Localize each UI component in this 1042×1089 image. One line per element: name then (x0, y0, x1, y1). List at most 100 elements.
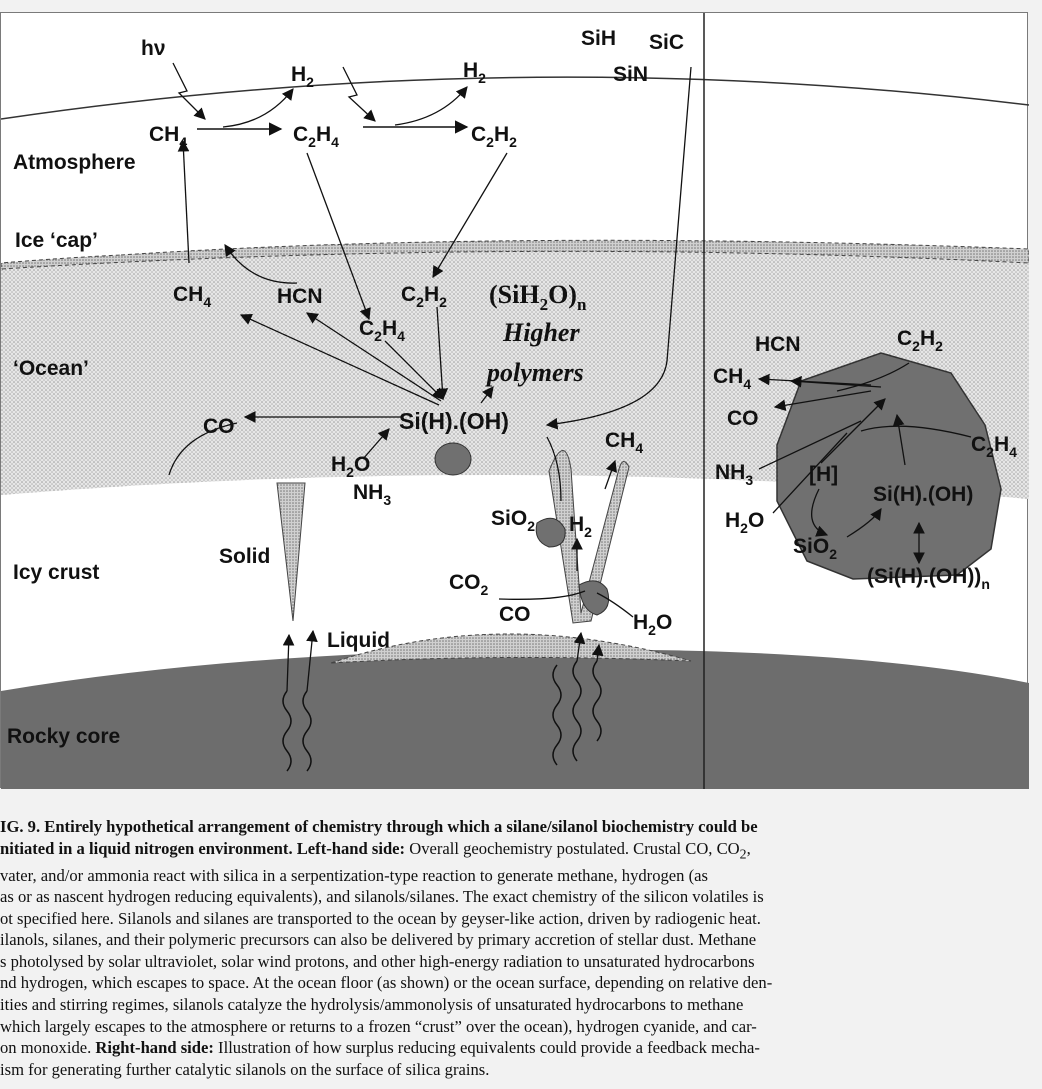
heat-arrow (573, 631, 586, 662)
label-c2h4-atmosphere: C2H4 (293, 123, 339, 150)
arrow-to-ch4 (239, 314, 440, 406)
arrow-up-ch4 (177, 139, 190, 264)
label-ch4-atmosphere: CH4 (149, 123, 187, 150)
label-nh3-left: NH3 (353, 481, 391, 508)
solid-crack (276, 482, 306, 622)
r-arrow-to-ch4 (757, 373, 872, 386)
caption-line: nitiated in a liquid nitrogen environmen… (0, 838, 751, 861)
arrow-co-curve (168, 422, 238, 476)
label-sic: SiC (649, 31, 684, 54)
heat-arrow (591, 643, 604, 662)
caption-line: nd hydrogen, which escapes to space. At … (0, 973, 773, 993)
r-arrow-to-co (773, 390, 872, 412)
arrow-vent-ch4 (604, 459, 617, 490)
label-r-c2h2: C2H2 (897, 327, 943, 354)
label-sih2o-n: (SiH2O)n (489, 280, 587, 314)
label-sio2-vent: SiO2 (491, 507, 535, 534)
arrow-h2-right (394, 86, 468, 126)
label-ocean: ‘Ocean’ (13, 357, 89, 380)
label-r-h2o: H2O (725, 509, 764, 536)
caption-line: as or as nascent hydrogen reducing equiv… (0, 887, 764, 907)
grain-vent-2 (578, 580, 610, 616)
label-icy-crust: Icy crust (13, 561, 99, 584)
arrow-to-polymers (480, 386, 494, 404)
arrow-c2h4-down (306, 152, 371, 321)
photon-arrow (172, 62, 206, 120)
label-h2-left: H2 (291, 63, 314, 90)
arrow-h2o-to-si (362, 428, 390, 460)
r-arrow-sio2-to-si (846, 508, 882, 538)
label-solid: Solid (219, 545, 270, 568)
r-arrow-h (820, 398, 886, 464)
label-h2o-left: H2O (331, 453, 370, 480)
arrow-c2h2-down (432, 152, 508, 279)
grain-large (776, 352, 1002, 580)
caption-line: ot specified here. Silanols and silanes … (0, 908, 761, 928)
label-r-h: [H] (809, 463, 838, 486)
ice-cap-layer (1, 239, 1029, 270)
label-hv: hν (141, 37, 166, 60)
arrow-h2-left (222, 88, 294, 128)
label-sih: SiH (581, 27, 616, 50)
label-co-ocean: CO (203, 415, 235, 438)
grain-vent-1 (535, 517, 566, 548)
r-arrow-h-to-sio2 (811, 488, 829, 537)
ocean-layer (1, 251, 1029, 499)
label-co2-vent: CO2 (449, 571, 489, 598)
vent-crack (548, 450, 630, 624)
label-c2h2-atmosphere: C2H2 (471, 123, 517, 150)
r-arrow-nh3 (758, 420, 862, 470)
label-polymers: polymers (485, 358, 584, 387)
label-r-co: CO (727, 407, 759, 430)
photon-arrow (342, 66, 376, 122)
caption-line: vater, and/or ammonia react with silica … (0, 865, 708, 885)
label-ch4-ocean: CH4 (173, 283, 211, 310)
arrow-c2h2-to-si (436, 306, 449, 401)
caption-line: ities and stirring regimes, silanols cat… (0, 995, 744, 1015)
arrow-vent-up (546, 436, 562, 502)
label-h2-right: H2 (463, 59, 486, 86)
label-ice-cap: Ice ‘cap’ (15, 229, 98, 252)
caption-line: ism for generating further catalytic sil… (0, 1059, 490, 1079)
label-co-vent: CO (499, 603, 531, 626)
label-hcn-ocean: HCN (277, 285, 323, 308)
caption-line: ilanols, silanes, and their polymeric pr… (0, 930, 757, 950)
r-arrow-c2h2 (836, 362, 910, 392)
label-r-nh3: NH3 (715, 461, 753, 488)
label-higher: Higher (502, 318, 580, 347)
heat-squiggle (552, 664, 562, 766)
arrow-co2-in (498, 590, 586, 600)
caption-line: on monoxide. Right-hand side: Illustrati… (0, 1038, 760, 1058)
arrow-h2o-in (596, 592, 634, 618)
r-arrow-h2o (772, 432, 848, 514)
r-arrow-up (892, 413, 906, 466)
label-c2h4-ocean: C2H4 (359, 317, 405, 344)
label-liquid: Liquid (327, 629, 390, 652)
heat-squiggle (572, 660, 582, 762)
caption-line: which largely escapes to the atmosphere … (0, 1016, 757, 1036)
atmosphere-boundary (1, 76, 1029, 120)
caption-line: IG. 9. Entirely hypothetical arrangement… (0, 817, 758, 836)
heat-squiggle (282, 690, 292, 772)
r-arrow-c2h4 (860, 425, 972, 438)
label-ch4-vent: CH4 (605, 429, 643, 456)
label-atmosphere: Atmosphere (13, 151, 136, 174)
label-h2o-vent: H2O (633, 611, 672, 638)
label-sin: SiN (613, 63, 648, 86)
figure-caption: IG. 9. Entirely hypothetical arrangement… (0, 816, 1040, 1080)
caption-line: s photolysed by solar ultraviolet, solar… (0, 951, 755, 971)
label-c2h2-ocean: C2H2 (401, 283, 447, 310)
label-sihoh: Si(H).(OH) (399, 408, 509, 434)
diagram-svg: hν H2 H2 SiH SiC SiN CH4 C2H4 C2H2 Atmos… (1, 13, 1029, 789)
label-r-sio2: SiO2 (793, 535, 837, 562)
heat-arrow (306, 629, 318, 692)
arrow-to-hcn (306, 312, 442, 402)
rocky-core (1, 649, 1029, 789)
grain-ocean (434, 442, 472, 476)
label-r-hcn: HCN (755, 333, 801, 356)
arrow-silicon-input (545, 66, 692, 430)
diagram-figure: hν H2 H2 SiH SiC SiN CH4 C2H4 C2H2 Atmos… (0, 12, 1029, 789)
heat-squiggle (302, 690, 312, 772)
label-r-poly: (Si(H).(OH))n (867, 565, 990, 592)
label-rocky-core: Rocky core (7, 725, 120, 748)
